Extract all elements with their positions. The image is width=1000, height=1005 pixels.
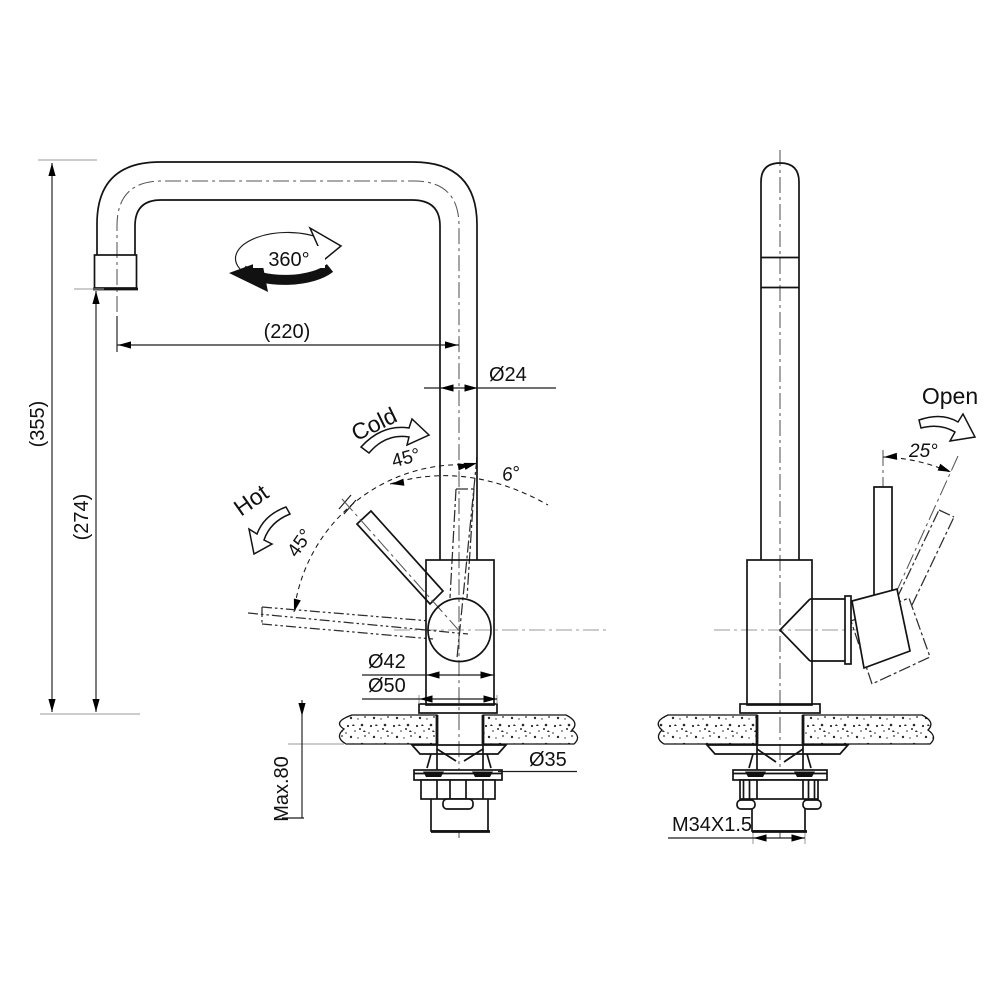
countertop-side-right [802, 714, 935, 745]
riser-tube [760, 162, 800, 560]
front-view-dimensions: (355) (274) (220) Ø24 Ø42 Ø50 Ø [27, 159, 577, 822]
under-counter-hardware [410, 744, 508, 833]
faucet-body-side [746, 559, 813, 706]
body-diameter-label: Ø42 [368, 651, 406, 673]
total-height-label: (355) [27, 401, 49, 448]
open-angle-label: 25° [908, 441, 938, 462]
open-direction-arrow-icon [918, 412, 977, 442]
hot-label: Hot [229, 479, 274, 521]
reach-label: (220) [264, 321, 311, 343]
thread-spec-label: M34X1.5 [672, 814, 752, 836]
handle-joint [778, 486, 911, 670]
handle-cap [851, 587, 911, 670]
spout-centerline [116, 180, 460, 838]
base-plate [418, 703, 498, 714]
handle-lever-centerline [341, 498, 463, 635]
spout-inner-outline [134, 199, 441, 560]
handle-phantom-hot [247, 606, 469, 640]
spout-height-label: (274) [71, 494, 93, 541]
base-diameter-label: Ø50 [368, 675, 406, 697]
spout-outer-outline [96, 161, 478, 560]
countertop-left [338, 714, 438, 745]
handle-phantom-vertical [449, 456, 478, 659]
faucet-body [425, 559, 495, 706]
stud-cap [802, 799, 822, 810]
countertop-right [482, 714, 579, 745]
under-counter-hardware-side [705, 744, 850, 833]
countertop-side-left [657, 714, 758, 745]
mounting-bracket [420, 779, 496, 800]
stud-cap [736, 799, 756, 810]
cold-direction-arrow-icon [359, 417, 431, 455]
swivel-arrow2-icon [229, 261, 268, 292]
mounting-bracket-side [739, 779, 819, 800]
stud-cap [442, 798, 474, 810]
hot-angle-label: 45° [284, 525, 318, 561]
neutral-tilt-arc [389, 475, 549, 506]
base-plate-side [739, 703, 821, 714]
joint-flange [844, 595, 852, 665]
hole-diameter-label: Ø35 [529, 749, 567, 771]
handle-lever [355, 509, 445, 606]
arc-tick [343, 499, 357, 515]
valve-ball [427, 597, 492, 663]
hot-direction-arrow-icon [247, 506, 292, 556]
max-thickness-label: Max.80 [271, 756, 293, 822]
front-view: 360° (355) (274) (220) Ø24 [27, 159, 610, 838]
swivel-angle-label: 360° [268, 249, 309, 271]
side-view: M34X1.5 25° Open [657, 150, 978, 844]
spout-diameter-label: Ø24 [489, 364, 527, 386]
handle-rod [873, 486, 893, 600]
neutral-tilt-label: 6° [501, 463, 522, 486]
swivel-symbol: 360° [229, 226, 343, 292]
cold-angle-label: 45° [390, 445, 423, 473]
side-view-dimensions: M34X1.5 25° [668, 441, 938, 844]
open-label: Open [922, 383, 978, 409]
spout-nozzle [93, 254, 138, 289]
